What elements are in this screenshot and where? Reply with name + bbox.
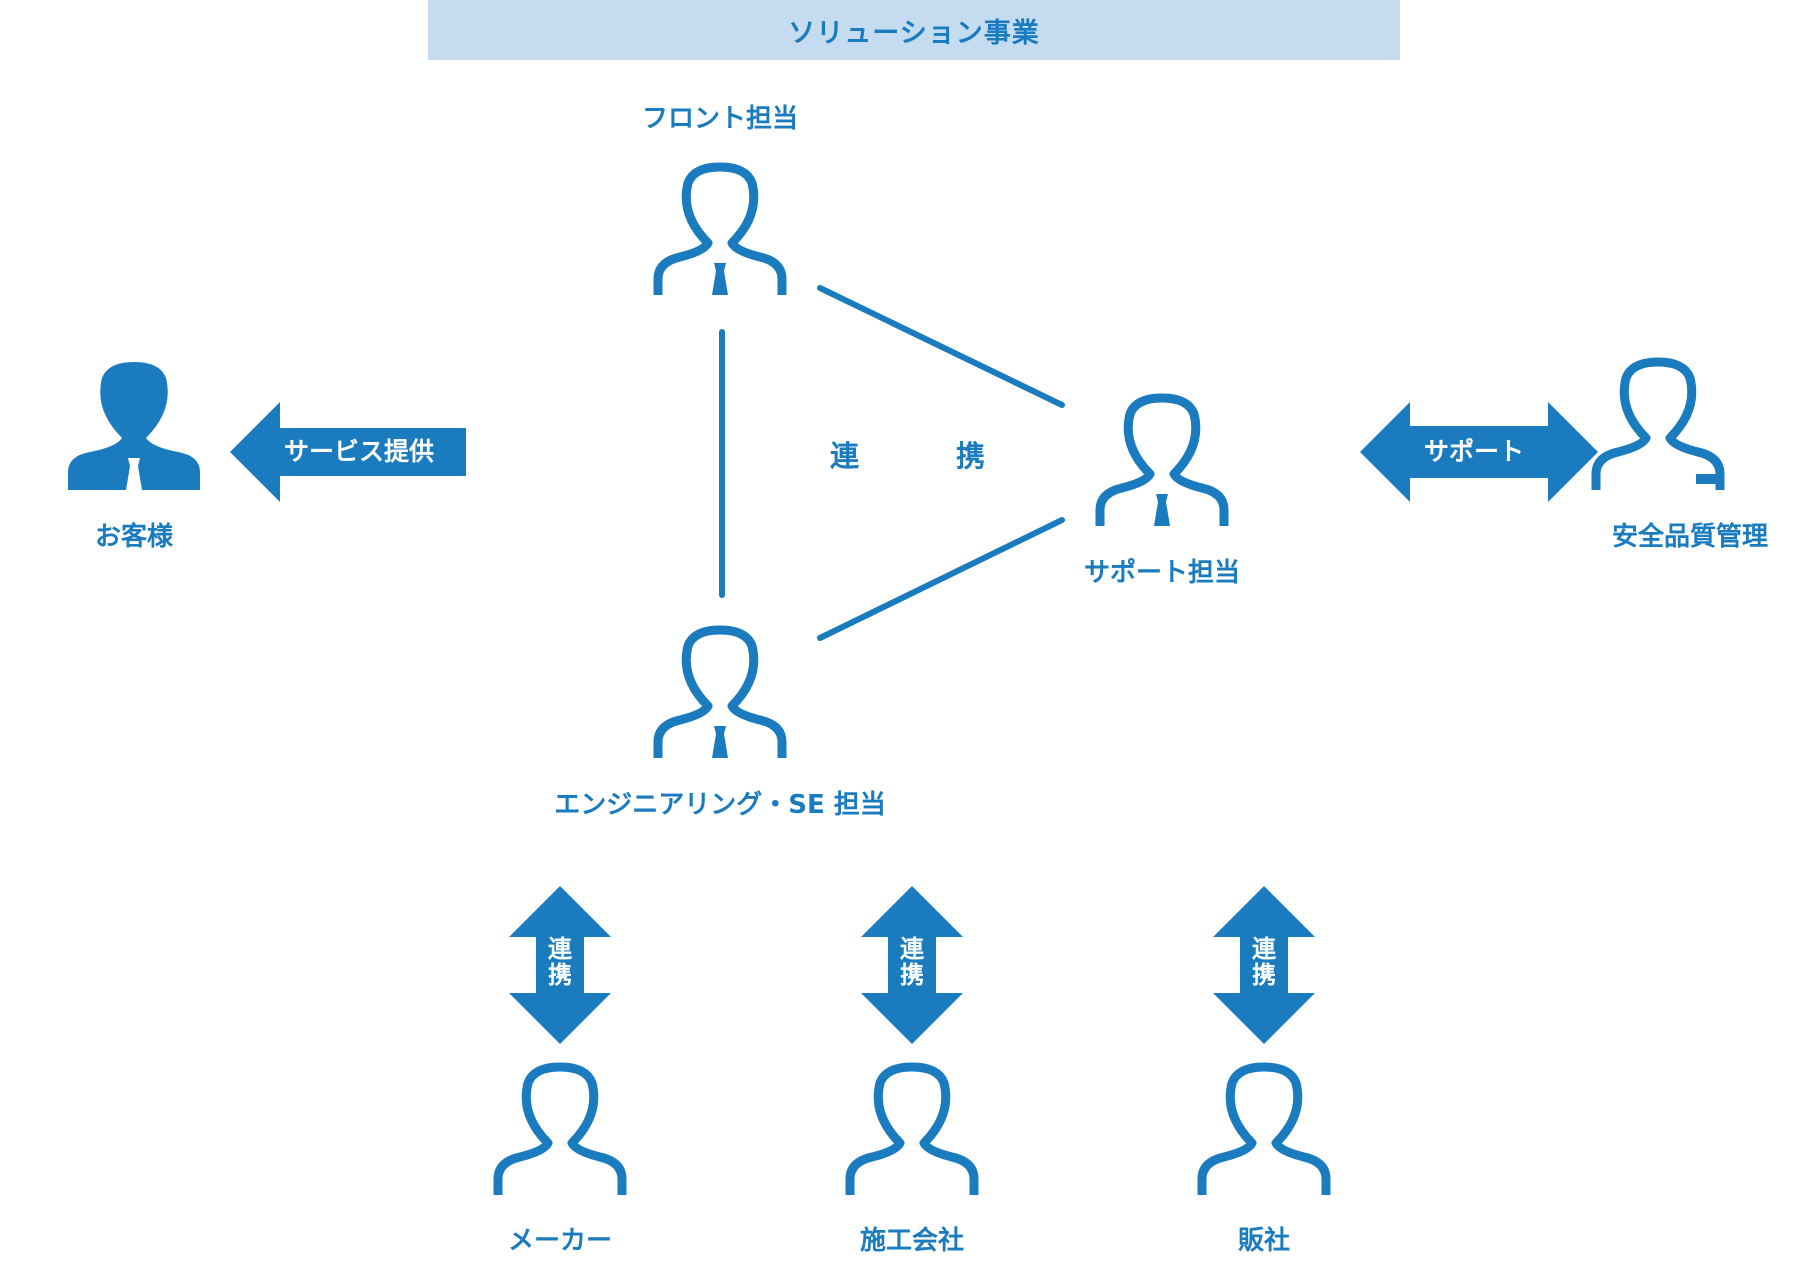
- person-outline-with-tie-icon: [658, 167, 782, 295]
- role-label-quality: 安全品質管理: [1611, 522, 1769, 552]
- coop-arrow-dealer: [1213, 886, 1315, 1044]
- coop-arrow-dealer-label: 連 携: [1249, 936, 1279, 989]
- coop-arrow-maker: [509, 886, 611, 1044]
- coop-arrow-contractor: [861, 886, 963, 1044]
- role-label-front: フロント担当: [641, 104, 799, 134]
- person-outline-icon: [850, 1067, 974, 1195]
- coop-label-top: 連: [900, 935, 924, 963]
- person-outline-with-tie-icon: [1100, 398, 1224, 526]
- coop-arrow-contractor-label: 連 携: [897, 936, 927, 989]
- person-outline-with-badge-icon: [1596, 362, 1722, 490]
- coop-label-bottom: 携: [548, 961, 572, 990]
- person-solid-icon: [68, 362, 200, 490]
- coop-label-bottom: 携: [1252, 961, 1276, 990]
- support-arrow-label: サポート: [1424, 437, 1525, 466]
- link-engineering-support: [817, 517, 1065, 641]
- role-label-support: サポート担当: [1083, 558, 1241, 588]
- person-outline-with-tie-icon: [658, 630, 782, 758]
- role-label-maker: メーカー: [507, 1226, 613, 1256]
- role-label-contractor: 施工会社: [859, 1226, 965, 1256]
- link-front-support: [817, 285, 1065, 408]
- service-arrow-label: サービス提供: [284, 437, 435, 466]
- cooperation-label: 連 携: [830, 439, 1020, 473]
- coop-arrow-maker-label: 連 携: [545, 936, 575, 989]
- person-outline-icon: [498, 1067, 622, 1195]
- service-arrow: [230, 402, 466, 502]
- role-label-engineering: エンジニアリング・SE 担当: [554, 790, 886, 820]
- diagram-title-banner: ソリューション事業: [428, 0, 1400, 60]
- person-outline-icon: [1202, 1067, 1326, 1195]
- diagram-title: ソリューション事業: [788, 17, 1040, 49]
- coop-label-bottom: 携: [900, 961, 924, 990]
- coop-label-top: 連: [1252, 935, 1276, 963]
- role-label-customer: お客様: [94, 522, 174, 552]
- role-label-dealer: 販社: [1237, 1226, 1291, 1256]
- support-double-arrow: [1360, 402, 1598, 502]
- coop-label-top: 連: [548, 935, 572, 963]
